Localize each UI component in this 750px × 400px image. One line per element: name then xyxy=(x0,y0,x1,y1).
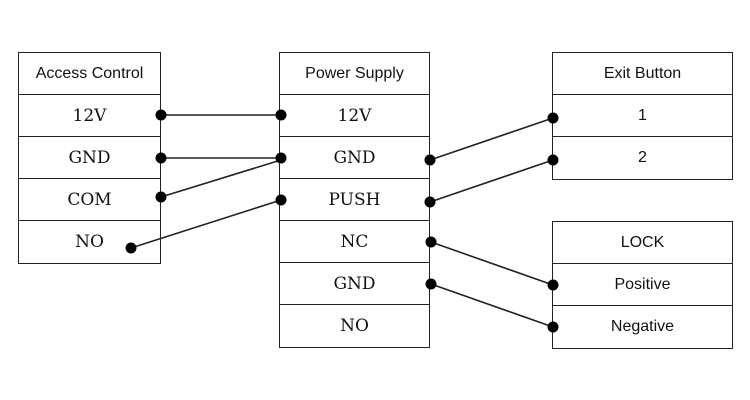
terminal-dot xyxy=(275,109,287,121)
access-control-terminal-gnd: GND xyxy=(19,137,160,179)
lock-terminal-negative: Negative xyxy=(610,318,675,335)
terminal-dot xyxy=(155,109,167,121)
exit-button-terminal-1: 1 xyxy=(553,95,732,137)
power-supply-terminal-12v: 12V xyxy=(280,95,429,137)
wire-no-push xyxy=(130,199,282,249)
terminal-dot xyxy=(425,278,437,290)
terminal-dot xyxy=(547,112,559,124)
exit-button-terminal-2: 2 xyxy=(638,149,647,166)
exit-button-title: Exit Button xyxy=(553,53,732,95)
power-supply-terminal-no: NO xyxy=(340,316,369,336)
wire-push-exit-2 xyxy=(429,159,554,203)
access-control-block: Access Control 12V GND COM NO xyxy=(18,52,161,264)
power-supply-terminal-gnd-2: GND xyxy=(280,263,429,305)
access-control-terminal-com: COM xyxy=(19,179,160,221)
terminal-dot xyxy=(424,154,436,166)
wire-nc-lock-positive xyxy=(430,241,554,286)
terminal-dot xyxy=(155,152,167,164)
exit-button-block: Exit Button 1 2 xyxy=(552,52,733,180)
lock-block: LOCK Positive Negative xyxy=(552,221,733,349)
terminal-dot xyxy=(125,242,137,254)
terminal-dot xyxy=(425,236,437,248)
power-supply-terminal-nc: NC xyxy=(280,221,429,263)
terminal-dot xyxy=(424,196,436,208)
terminal-dot xyxy=(547,321,559,333)
access-control-terminal-no: NO xyxy=(75,232,104,252)
power-supply-terminal-push: PUSH xyxy=(280,179,429,221)
lock-terminal-positive: Positive xyxy=(553,264,732,306)
terminal-dot xyxy=(547,154,559,166)
lock-title: LOCK xyxy=(553,222,732,264)
wire-gnd-exit-1 xyxy=(429,117,554,161)
terminal-dot xyxy=(547,279,559,291)
access-control-title: Access Control xyxy=(19,53,160,95)
power-supply-title: Power Supply xyxy=(280,53,429,95)
terminal-dot xyxy=(275,194,287,206)
access-control-terminal-12v: 12V xyxy=(19,95,160,137)
terminal-dot xyxy=(155,191,167,203)
wire-gnd-lock-negative xyxy=(430,283,554,328)
wire-com-gnd xyxy=(160,159,282,198)
power-supply-terminal-gnd: GND xyxy=(280,137,429,179)
terminal-dot xyxy=(275,152,287,164)
